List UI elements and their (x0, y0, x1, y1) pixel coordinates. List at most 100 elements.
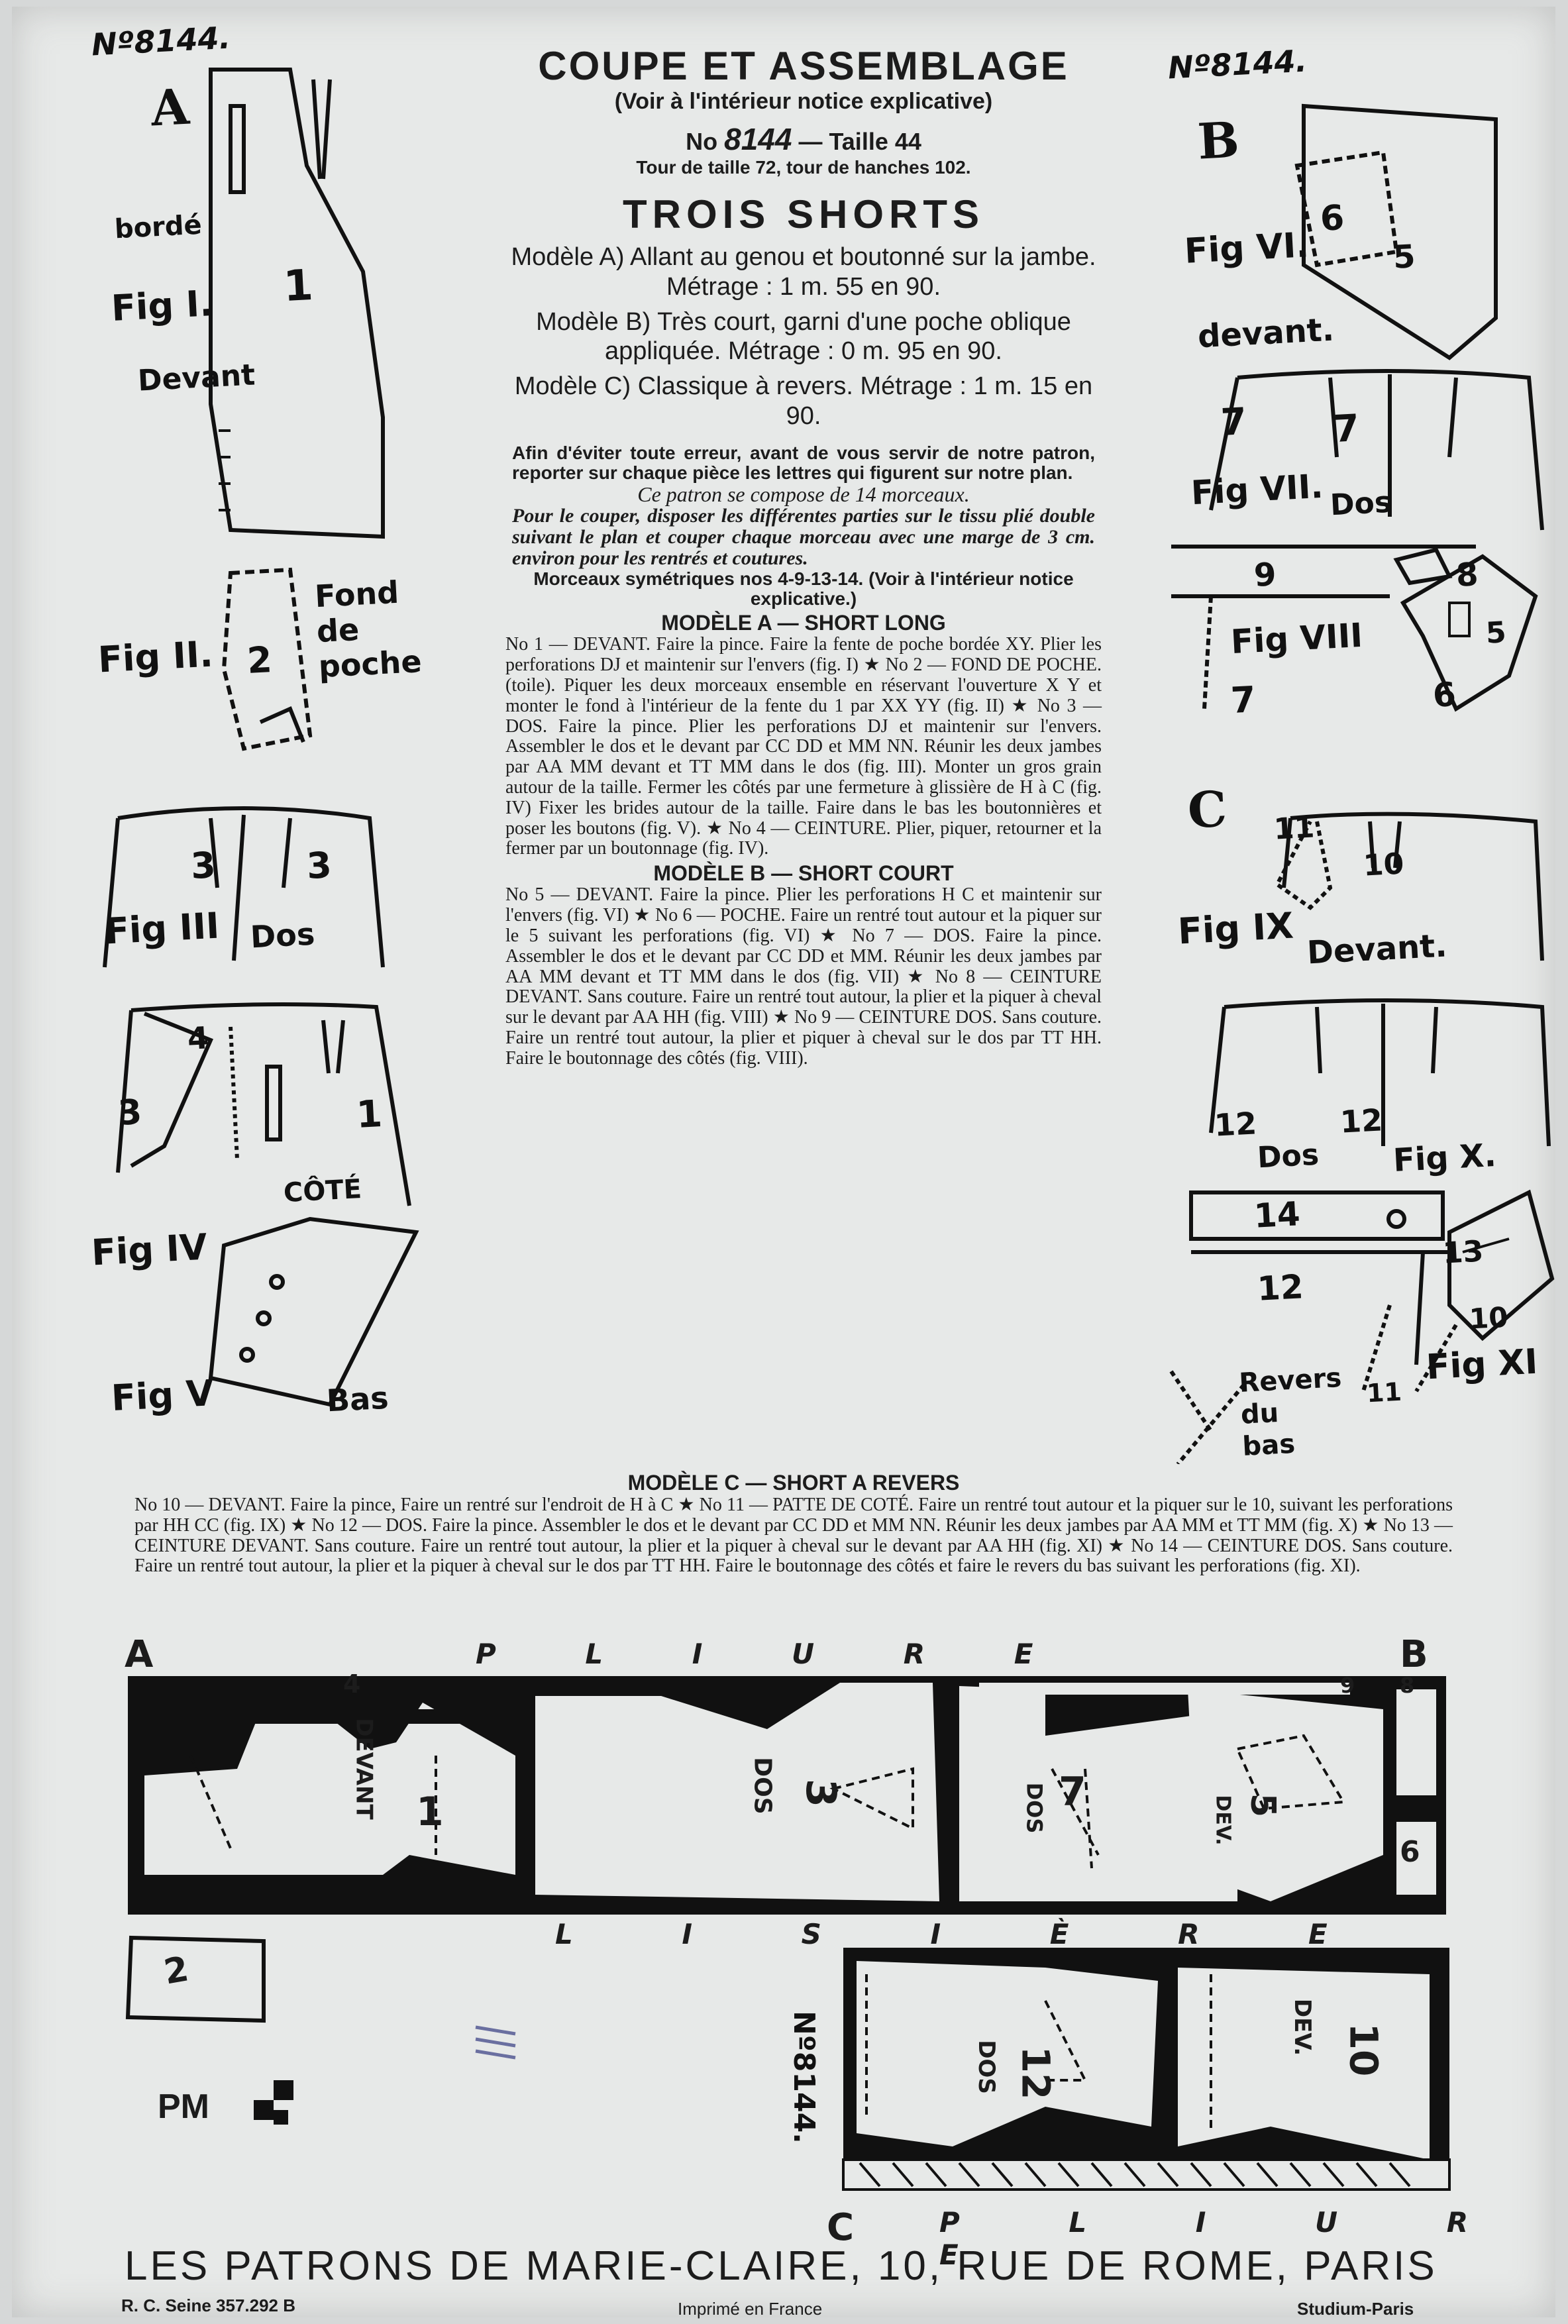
pattern-number-line: No 8144 — Taille 44 (499, 121, 1108, 157)
plan-label-dos-12: DOS (972, 2040, 1000, 2094)
label-fond-de-poche: Fond de poche (313, 574, 423, 684)
plan-piece-10: 10 (1341, 2023, 1386, 2077)
piece-7b: 7 (1332, 407, 1361, 451)
model-b-text: No 5 — DEVANT. Faire la pince. Plier les… (505, 884, 1102, 1069)
fig-2-label: Fig II. (97, 633, 215, 681)
plan-piece-9: 9 (1340, 1673, 1355, 1698)
model-a-instructions: MODÈLE A — SHORT LONG No 1 — DEVANT. Fai… (499, 611, 1108, 1069)
pattern-no-prefix: No (686, 128, 718, 155)
decorative-strokes (475, 2025, 516, 2060)
plan-corner-b: B (1400, 1633, 1428, 1676)
label-bas: Bas (325, 1379, 390, 1419)
model-c-text: No 10 — DEVANT. Faire la pince, Faire un… (134, 1495, 1453, 1577)
right-figures-drawing (1169, 103, 1555, 1464)
plan-vertical-number: Nº8144. (786, 2011, 821, 2144)
piece-8: 8 (1455, 556, 1479, 594)
piece-9: 9 (1253, 556, 1277, 594)
plan-piece-8: 8 (1400, 1673, 1415, 1698)
piece-12b: 12 (1339, 1102, 1384, 1140)
label-dos-3: Dos (249, 916, 316, 955)
label-dos-12: Dos (1256, 1137, 1320, 1175)
model-a-text: No 1 — DEVANT. Faire la pince. Faire la … (505, 634, 1102, 859)
fig-8-label: Fig VIII (1229, 615, 1364, 662)
figure-label-c: C (1186, 780, 1229, 840)
pieces-count: Ce patron se compose de 14 morceaux. (637, 482, 970, 506)
plan-piece-5: 5 (1243, 1793, 1283, 1818)
label-devant-1: Devant (136, 358, 256, 398)
piece-13: 13 (1441, 1234, 1485, 1271)
fold-label-bottom: P L I U R E (939, 2206, 1518, 2271)
studio-credit: Studium-Paris (1297, 2299, 1414, 2319)
piece-6: 6 (1319, 198, 1345, 239)
piece-14: 14 (1253, 1194, 1302, 1236)
printed-in-france: Imprimé en France (678, 2299, 823, 2319)
model-c-heading: MODÈLE C — SHORT A REVERS (627, 1471, 960, 1495)
selvage-label: L I S I È R E (555, 1918, 1377, 1950)
model-b-heading: MODÈLE B — SHORT COURT (653, 861, 954, 886)
fig-5-label: Fig V (110, 1371, 215, 1420)
plan-label-devant: DEVANT (350, 1718, 378, 1820)
label-devant-10: Devant. (1306, 927, 1448, 972)
pattern-size: — Taille 44 (798, 128, 921, 155)
plan-piece-3: 3 (797, 1778, 846, 1808)
pm-mark: PM (158, 2087, 209, 2126)
plan-label-dos-7: DOS (1021, 1782, 1047, 1834)
fig-10-label: Fig X. (1392, 1136, 1497, 1180)
piece-4: 4 (186, 1020, 210, 1057)
plan-label-dos-3: DOS (749, 1757, 776, 1815)
plan-corner-a: A (125, 1633, 154, 1676)
subtitle: (Voir à l'intérieur notice explicative) (614, 89, 993, 114)
layout-plan-drawing (125, 1676, 1451, 2191)
plan-piece-12: 12 (1013, 2046, 1059, 2100)
cutting-instructions: Pour le couper, disposer les différentes… (512, 505, 1095, 570)
model-c-summary: Modèle C) Classique à revers. Métrage : … (514, 372, 1093, 431)
piece-10: 10 (1362, 847, 1405, 883)
piece-11: 11 (1273, 810, 1316, 847)
model-b-summary: Modèle B) Très court, garni d'une poche … (536, 307, 1071, 366)
main-heading: COUPE ET ASSEMBLAGE (538, 44, 1069, 88)
plan-label-dev-10: DEV. (1289, 1998, 1316, 2056)
figure-label-a: A (149, 78, 191, 138)
model-list: Modèle A) Allant au genou et boutonné su… (499, 242, 1108, 431)
piece-7c: 7 (1229, 678, 1257, 721)
piece-12c: 12 (1256, 1267, 1305, 1308)
piece-7a: 7 (1220, 400, 1248, 445)
piece-3a: 3 (189, 844, 217, 887)
figure-label-b: B (1196, 111, 1241, 171)
instructions-column: COUPE ET ASSEMBLAGE (Voir à l'intérieur … (499, 43, 1108, 1069)
plan-label-dev-5: DEV. (1211, 1795, 1235, 1846)
document-title: TROIS SHORTS (622, 192, 985, 237)
fold-label-top: P L I U R E (476, 1638, 1073, 1670)
plan-piece-1: 1 (416, 1789, 444, 1835)
piece-1b: 1 (355, 1092, 384, 1137)
label-borde: bordé (113, 209, 203, 245)
piece-11b: 11 (1365, 1377, 1403, 1408)
pattern-sheet: Nº8144. Nº8144. A bordé Fig I. (12, 7, 1555, 2319)
pattern-no: 8144 (724, 122, 792, 156)
publisher-line: LES PATRONS DE MARIE-CLAIRE, 10, RUE DE … (125, 2243, 1437, 2289)
plan-piece-4: 4 (343, 1669, 361, 1699)
piece-5: 5 (1392, 238, 1416, 276)
model-a-summary: Modèle A) Allant au genou et boutonné su… (511, 243, 1096, 301)
piece-6b: 6 (1432, 675, 1457, 715)
piece-1: 1 (282, 260, 315, 312)
fig-4-label: Fig IV (90, 1226, 209, 1274)
plan-piece-7: 7 (1059, 1769, 1086, 1815)
label-cote: CÔTÉ (282, 1173, 363, 1209)
label-dos-7: Dos (1329, 485, 1393, 523)
registration-number: R. C. Seine 357.292 B (121, 2296, 296, 2315)
model-c-instructions: MODÈLE C — SHORT A REVERS No 10 — DEVANT… (134, 1471, 1453, 1577)
fig-7-label: Fig VII. (1190, 466, 1324, 513)
pm-checker-icon (254, 2080, 293, 2125)
piece-3c: 3 (117, 1092, 143, 1134)
label-revers-du-bas: Revers du bas (1238, 1362, 1343, 1462)
piece-2: 2 (246, 639, 274, 682)
model-a-heading: MODÈLE A — SHORT LONG (661, 611, 946, 635)
fig-11-label: Fig XI (1425, 1342, 1539, 1388)
left-figures-drawing (103, 68, 419, 1407)
fig-9-label: Fig IX (1176, 904, 1295, 953)
warning-text: Afin d'éviter toute erreur, avant de vou… (512, 442, 1095, 483)
piece-12a: 12 (1213, 1105, 1258, 1143)
fig-1-label: Fig I. (110, 282, 215, 329)
plan-piece-6: 6 (1400, 1835, 1420, 1869)
